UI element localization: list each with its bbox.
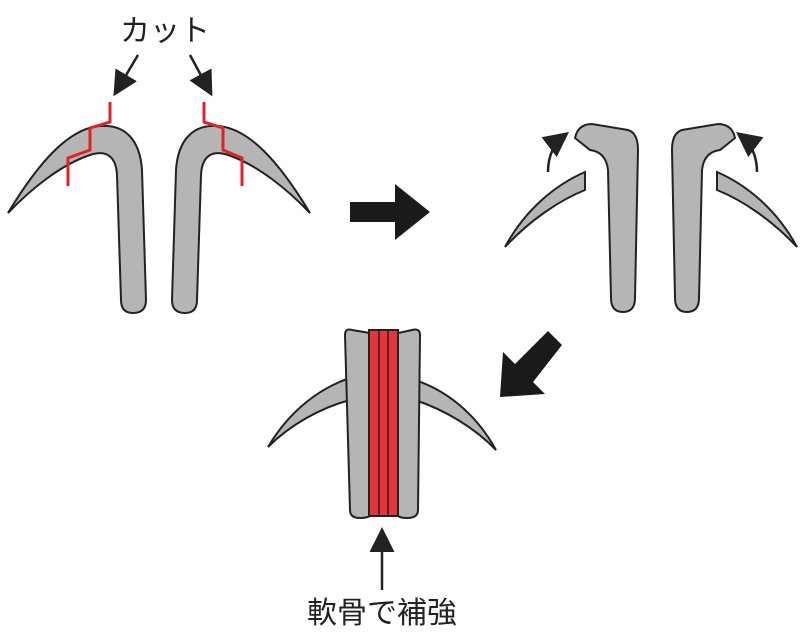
cut-label: カット xyxy=(120,14,210,49)
right-cartilage xyxy=(170,124,311,315)
step-arrow-right xyxy=(350,184,430,240)
left-cut-line xyxy=(66,102,112,186)
right-cut-line xyxy=(202,102,244,186)
right-wing xyxy=(414,378,497,451)
left-wing xyxy=(267,376,351,448)
rotate-arrow-right xyxy=(736,131,764,173)
right-crus xyxy=(394,328,422,520)
right-medial-piece xyxy=(670,122,737,314)
left-medial-piece xyxy=(573,122,640,314)
reinforced-result xyxy=(267,328,497,590)
right-lateral-fragment xyxy=(716,170,798,248)
step-arrow-down-left xyxy=(500,331,562,397)
cut-arrow-right xyxy=(188,54,213,97)
left-crus xyxy=(343,328,374,520)
before-cartilage-pair xyxy=(7,54,311,315)
rotate-arrow-left xyxy=(541,131,569,173)
cartilage-graft xyxy=(368,329,399,517)
left-lateral-fragment xyxy=(504,170,586,248)
cut-arrow-left xyxy=(113,54,140,97)
reinforce-label: 軟骨で補強 xyxy=(307,596,457,631)
cut-cartilage-pair xyxy=(504,122,798,314)
